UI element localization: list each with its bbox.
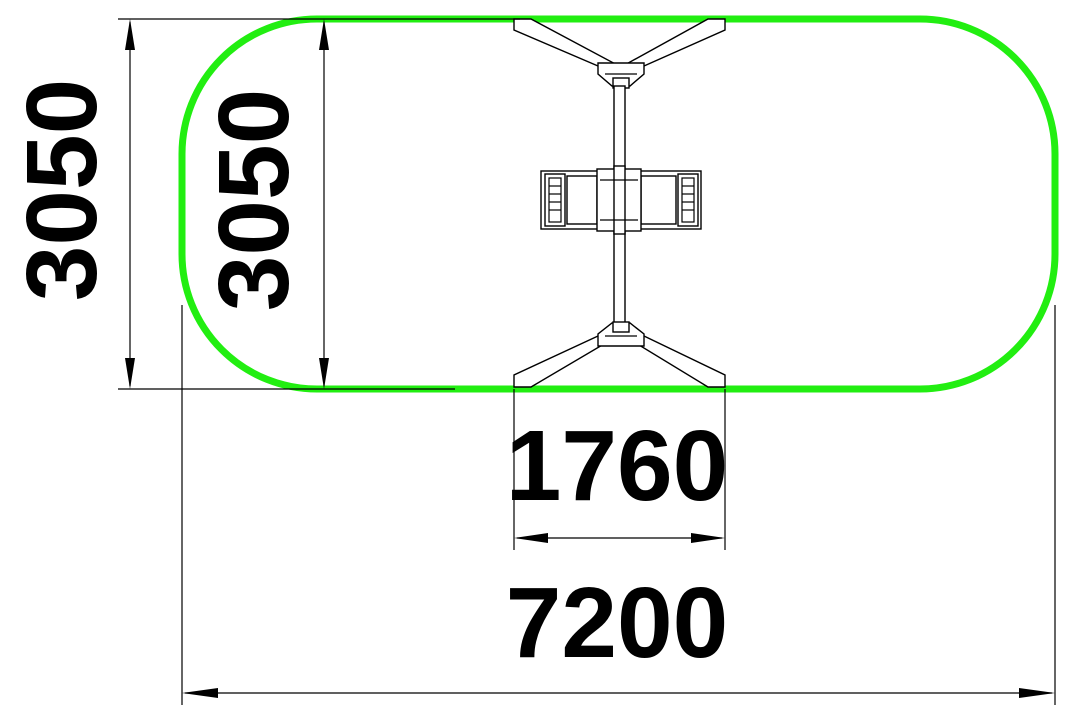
overall-depth-label: 3050 bbox=[6, 79, 118, 301]
extension-lines bbox=[118, 18, 1056, 705]
zone-depth-dimension: 3050 bbox=[198, 19, 329, 389]
upper-frame-legs bbox=[513, 18, 726, 89]
overall-depth-dimension: 3050 bbox=[6, 19, 135, 389]
overall-width-label: 7200 bbox=[506, 567, 728, 679]
lower-frame-legs bbox=[513, 321, 726, 388]
overall-width-dimension: 7200 bbox=[182, 567, 1055, 698]
safety-zone-outline bbox=[178, 15, 1059, 393]
frame-width-dimension: 1760 bbox=[506, 410, 728, 543]
frame-width-label: 1760 bbox=[506, 410, 728, 522]
seat-assembly bbox=[540, 165, 702, 235]
zone-depth-label: 3050 bbox=[198, 89, 310, 311]
